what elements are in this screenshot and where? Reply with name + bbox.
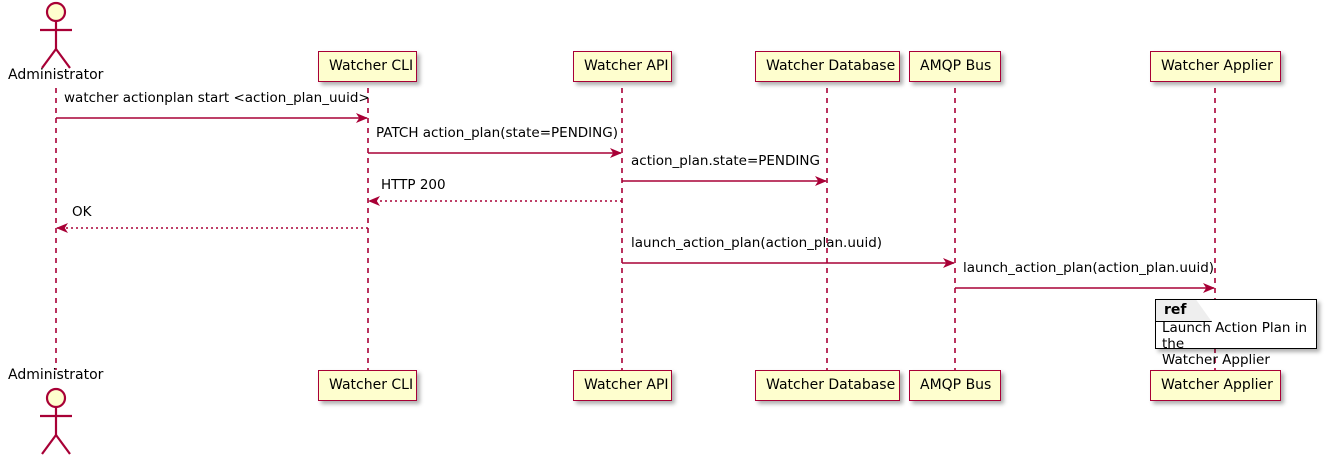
actor-figure [40,387,72,455]
message-label-msg-3: action_plan.state=PENDING [631,153,820,169]
actor-figure [40,1,72,69]
participant-watcher-api-bottom: Watcher API [573,370,672,401]
participant-watcher-database-top: Watcher Database [755,51,900,82]
participant-label: Watcher Applier [1161,377,1273,393]
message-label-msg-1: watcher actionplan start <action_plan_uu… [64,90,370,106]
participant-watcher-database-bottom: Watcher Database [755,370,900,401]
actor-figures [40,1,72,455]
message-label-msg-5: OK [72,204,92,220]
participant-watcher-cli-top: Watcher CLI [318,51,417,82]
participant-amqp-bus-bottom: AMQP Bus [909,370,1001,401]
participant-label: AMQP Bus [920,377,992,393]
actor-leg-right [55,434,71,455]
participant-watcher-cli-bottom: Watcher CLI [318,370,417,401]
participant-label: Watcher CLI [329,58,414,74]
actor-leg-left [41,434,57,455]
message-label-msg-4: HTTP 200 [381,177,446,193]
actor-leg-left [41,48,57,69]
participant-label: Watcher Database [766,58,896,74]
message-label-msg-7: launch_action_plan(action_plan.uuid) [963,260,1215,276]
message-label-msg-2: PATCH action_plan(state=PENDING) [376,125,618,141]
participant-watcher-applier-bottom: Watcher Applier [1150,370,1281,401]
actor-leg-right [55,48,71,69]
participant-watcher-api-top: Watcher API [573,51,672,82]
ref-fragment-text: Launch Action Plan in the Watcher Applie… [1162,320,1308,368]
participant-administrator-top-label: Administrator [8,67,104,83]
participant-label: Watcher API [584,377,669,393]
participant-label: AMQP Bus [920,58,992,74]
participant-administrator-bottom-label: Administrator [8,367,104,383]
participant-label: Watcher Database [766,377,896,393]
message-arrows [56,113,1215,293]
participant-amqp-bus-top: AMQP Bus [909,51,1001,82]
ref-fragment: ref Launch Action Plan in the Watcher Ap… [1155,299,1317,368]
participant-label: Watcher API [584,58,669,74]
participant-watcher-applier-top: Watcher Applier [1150,51,1281,82]
ref-fragment-tab: ref [1156,300,1212,322]
participant-label: Watcher Applier [1161,58,1273,74]
ref-fragment-tab-label: ref [1164,302,1187,318]
message-label-msg-6: launch_action_plan(action_plan.uuid) [631,235,883,251]
participant-label: Watcher CLI [329,377,414,393]
